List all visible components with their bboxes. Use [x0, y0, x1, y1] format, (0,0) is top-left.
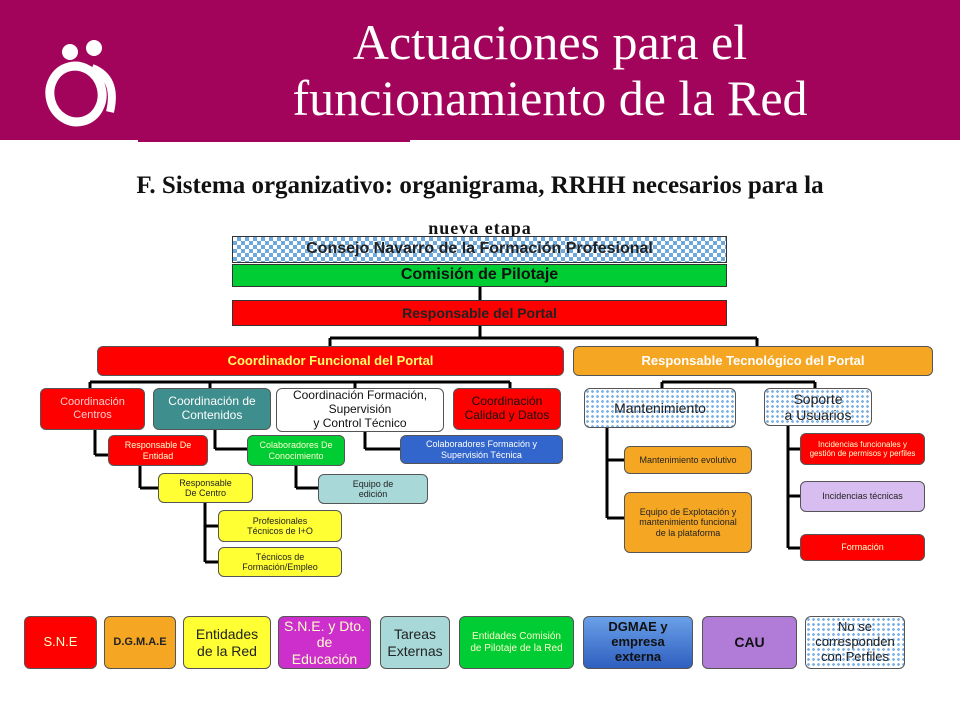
subtitle-overflow: nueva etapa [0, 208, 960, 238]
coordinacion-formacion-box: Coordinación Formación, Supervisión y Co… [276, 388, 444, 432]
legend-dgmae-empresa: DGMAE y empresa externa [583, 616, 693, 669]
legend-tareas-externas: Tareas Externas [380, 616, 450, 669]
responsable-entidad-box: Responsable De Entidad [108, 435, 208, 466]
tecnicos-formacion-box: Técnicos de Formación/Empleo [218, 547, 342, 577]
subtitle: F. Sistema organizativo: organigrama, RR… [136, 172, 824, 199]
legend-entidades-red: Entidades de la Red [183, 616, 271, 669]
soporte-line1: Soporte [793, 390, 843, 407]
coordinacion-centros-box: Coordinación Centros [40, 388, 145, 430]
mantenimiento-evolutivo-box: Mantenimiento evolutivo [624, 446, 752, 474]
page-title-line1: Actuaciones para el [352, 14, 748, 70]
incidencias-funcionales-box: Incidencias funcionales y gestión de per… [800, 433, 925, 465]
header-banner [0, 0, 960, 142]
legend-cau: CAU [702, 616, 797, 669]
colaboradores-formacion-box: Colaboradores Formación y Supervisión Té… [400, 435, 563, 464]
mantenimiento-box: Mantenimiento [584, 388, 736, 428]
consejo-navarro-box: Consejo Navarro de la Formación Profesio… [232, 236, 727, 263]
equipo-explotacion-box: Equipo de Explotación y mantenimiento fu… [624, 492, 752, 553]
banner-divider-left [0, 140, 138, 143]
coordinacion-calidad-box: Coordinación Calidad y Datos [453, 388, 561, 430]
coordinacion-formacion-line3: y Control Técnico [313, 415, 407, 430]
responsable-portal-box: Responsable del Portal [232, 300, 727, 326]
responsable-tecnologico-box: Responsable Tecnológico del Portal [573, 346, 933, 376]
legend-no-perfiles: No se corresponden con Perfiles [805, 616, 905, 669]
soporte-usuarios-box: Soporte a Usuarios [764, 388, 872, 426]
legend-comision-pilotaje: Entidades Comisión de Pilotaje de la Red [459, 616, 574, 669]
coordinacion-contenidos-box: Coordinación de Contenidos [153, 388, 271, 430]
soporte-line2: a Usuarios [784, 407, 852, 423]
legend-dgmae: D.G.M.A.E [104, 616, 176, 669]
banner-divider-right [410, 140, 960, 143]
subtitle-line2: nueva etapa [428, 218, 532, 238]
profesionales-tecnicos-box: Profesionales Técnicos de I+O [218, 510, 342, 542]
incidencias-tecnicas-box: Incidencias técnicas [800, 481, 925, 512]
page-title: Actuaciones para el funcionamiento de la… [140, 14, 960, 126]
legend-sne-educacion: S.N.E. y Dto. de Educación [278, 616, 371, 669]
colaboradores-conocimiento-box: Colaboradores De Conocimiento [247, 435, 345, 466]
page-title-line2: funcionamiento de la Red [292, 70, 808, 126]
coordinacion-formacion-line2: Supervisión [328, 402, 392, 417]
formacion-box: Formación [800, 534, 925, 561]
responsable-centro-box: Responsable De Centro [158, 473, 253, 503]
comision-pilotaje-box: Comisión de Pilotaje [232, 264, 727, 287]
legend-sne: S.N.E [24, 616, 97, 669]
coordinador-funcional-box: Coordinador Funcional del Portal [97, 346, 564, 376]
network-logo-icon [45, 40, 116, 127]
coordinacion-formacion-line1: Coordinación Formación, [292, 388, 428, 403]
equipo-edicion-box: Equipo de edición [318, 474, 428, 504]
